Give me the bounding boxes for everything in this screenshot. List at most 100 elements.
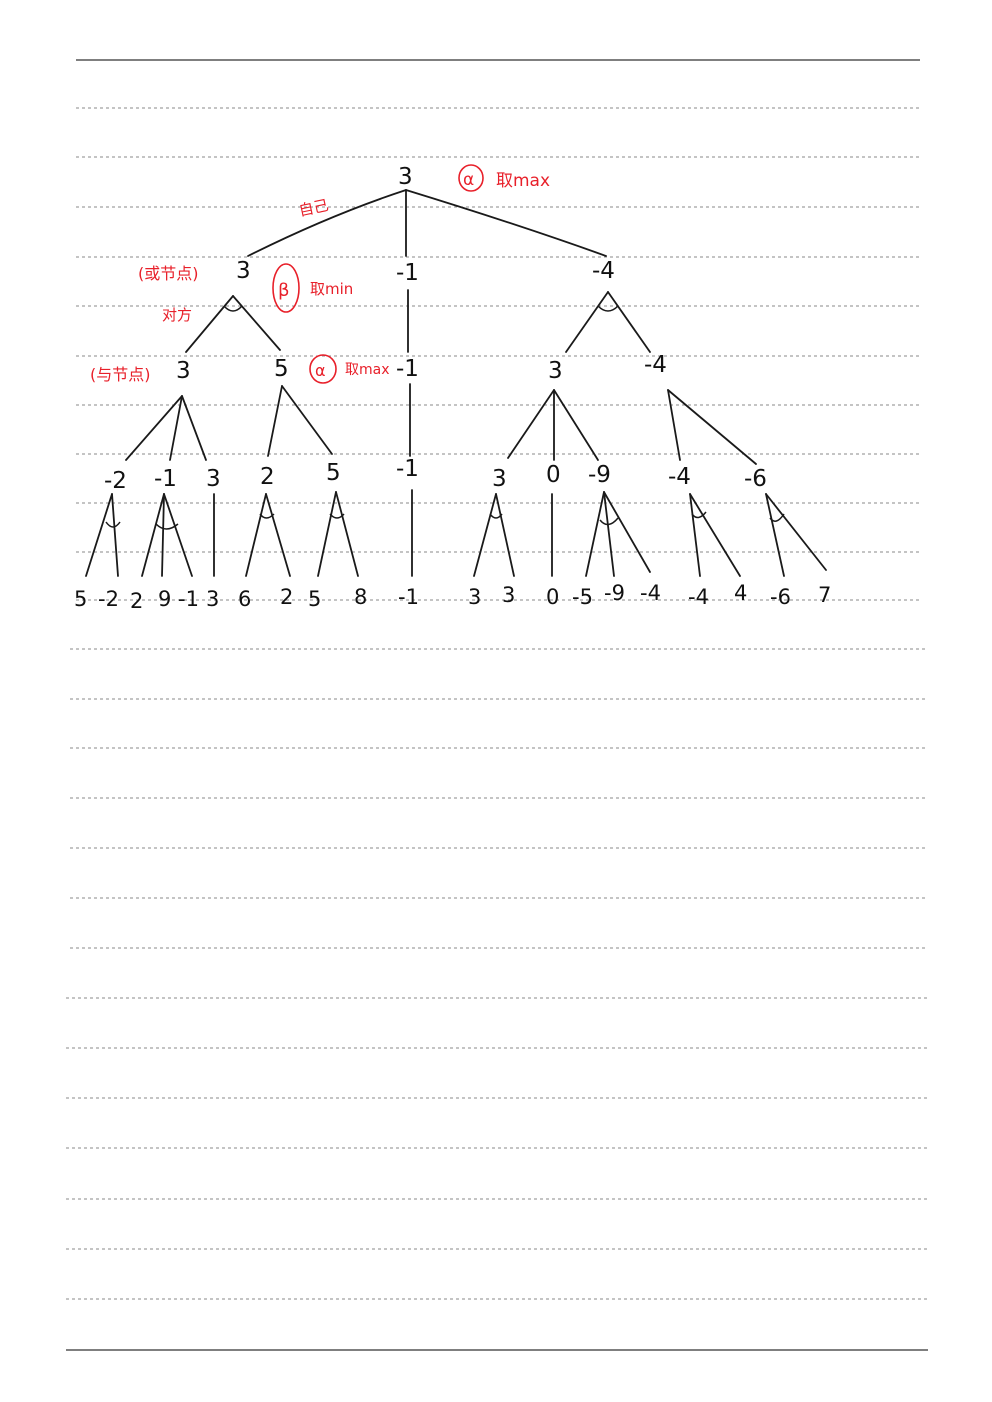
alpha-label: α	[463, 170, 474, 190]
min-arc	[105, 521, 121, 528]
level3-node: -1	[154, 466, 177, 492]
level2-node: 5	[274, 356, 289, 382]
leaf-node: 9	[158, 587, 171, 611]
edge-l2-l3	[553, 389, 599, 461]
leaf-node: 2	[280, 585, 293, 609]
edge-l3-leaf	[689, 493, 741, 577]
level3-node: -6	[744, 466, 767, 492]
edge-l2-l3	[667, 389, 757, 465]
edge-l3-leaf	[765, 493, 785, 577]
level1-node: -4	[592, 258, 615, 284]
leaf-node: 2	[130, 589, 143, 613]
edge-l2-l3	[281, 385, 333, 455]
alpha-label: α	[315, 361, 326, 380]
leaf-node: 3	[468, 585, 481, 609]
alpha-circle	[458, 164, 484, 192]
edge-l3-leaf	[163, 493, 193, 577]
level2-node: -1	[396, 356, 419, 382]
leaf-node: -1	[178, 587, 199, 611]
and-node-label: (与节点)	[90, 365, 151, 384]
level2-node: 3	[176, 358, 191, 384]
tree-nodes: 3 3 -1 -4 3 5 -1 3 -4 -2 -1 3 2 5 -1 3 0…	[74, 164, 831, 613]
leaf-node: 6	[238, 587, 251, 611]
edge-l2-l3	[267, 385, 283, 457]
take-max-label: 取max	[496, 171, 550, 191]
node-arcs	[105, 305, 785, 530]
edge-l2-l3	[169, 395, 183, 461]
or-node-label: (或节点)	[138, 264, 199, 283]
edge-l3-leaf	[603, 491, 651, 573]
edge-l1-l2-d	[565, 291, 609, 353]
level3-node: -1	[396, 456, 419, 482]
edge-l1-l2-b	[232, 295, 281, 351]
min-arc	[259, 513, 275, 519]
min-arc	[597, 305, 619, 312]
page-rulings	[66, 59, 928, 1351]
level3-node: 3	[206, 466, 221, 492]
min-arc	[599, 517, 619, 526]
edge-root-l1-a	[247, 189, 407, 257]
edge-l3-leaf	[495, 493, 515, 577]
leaf-node: 7	[818, 583, 831, 607]
level3-node: -9	[588, 462, 611, 488]
edge-l3-leaf	[335, 491, 359, 577]
edge-l3-leaf	[473, 493, 497, 577]
edge-l3-leaf	[141, 493, 165, 577]
leaf-node: -6	[770, 585, 791, 609]
alpha-circle	[309, 354, 337, 384]
edge-l1-l2-e	[607, 291, 651, 353]
self-label: 自己	[297, 196, 330, 220]
level3-node: -4	[668, 464, 691, 490]
root-node: 3	[398, 164, 413, 190]
min-arc	[691, 511, 707, 519]
beta-label: β	[278, 280, 290, 301]
min-arc	[769, 513, 785, 522]
opponent-label: 对方	[162, 306, 192, 324]
leaf-node: 3	[502, 583, 515, 607]
red-annotations: α 取max 自己 (或节点) 对方 β 取min (与节点) α 取max	[90, 164, 550, 384]
leaf-node: -2	[98, 587, 119, 611]
edge-l1-l2-a	[185, 295, 234, 353]
leaf-node: -5	[572, 585, 593, 609]
edge-l3-leaf	[245, 493, 267, 577]
min-arc	[329, 513, 345, 519]
level2-node: -4	[644, 352, 667, 378]
level3-node: 0	[546, 462, 561, 488]
level3-node: -2	[104, 468, 127, 494]
leaf-node: -4	[640, 581, 661, 605]
leaf-node: 8	[354, 585, 367, 609]
level3-node: 5	[326, 460, 341, 486]
level1-node: 3	[236, 258, 251, 284]
edge-l3-leaf	[603, 491, 615, 577]
leaf-node: -9	[604, 581, 625, 605]
edge-l3-leaf	[585, 491, 605, 577]
edge-l3-leaf	[85, 493, 113, 577]
edge-l2-l3	[507, 389, 555, 459]
level3-node: 2	[260, 464, 275, 490]
take-max-label: 取max	[345, 362, 390, 378]
beta-circle	[272, 263, 300, 313]
leaf-node: 5	[308, 587, 321, 611]
level3-node: 3	[492, 466, 507, 492]
leaf-node: -4	[688, 585, 709, 609]
leaf-node: 3	[206, 587, 219, 611]
leaf-node: 5	[74, 587, 87, 611]
edge-l2-l3	[667, 389, 681, 461]
level1-node: -1	[396, 260, 419, 286]
min-arc	[489, 513, 503, 519]
leaf-node: 0	[546, 585, 559, 609]
edge-l2-l3	[125, 395, 183, 461]
edge-l3-leaf	[111, 493, 119, 577]
take-min-label: 取min	[310, 280, 353, 298]
edge-l2-l3	[181, 395, 207, 461]
tree-edges	[85, 189, 827, 577]
edge-l3-leaf	[265, 493, 291, 577]
min-arc	[155, 523, 179, 530]
edge-l3-leaf	[689, 493, 701, 577]
edge-l3-leaf	[765, 493, 827, 571]
leaf-node: -1	[398, 585, 419, 609]
edge-l3-leaf	[317, 491, 337, 577]
edge-l3-leaf	[161, 493, 165, 577]
